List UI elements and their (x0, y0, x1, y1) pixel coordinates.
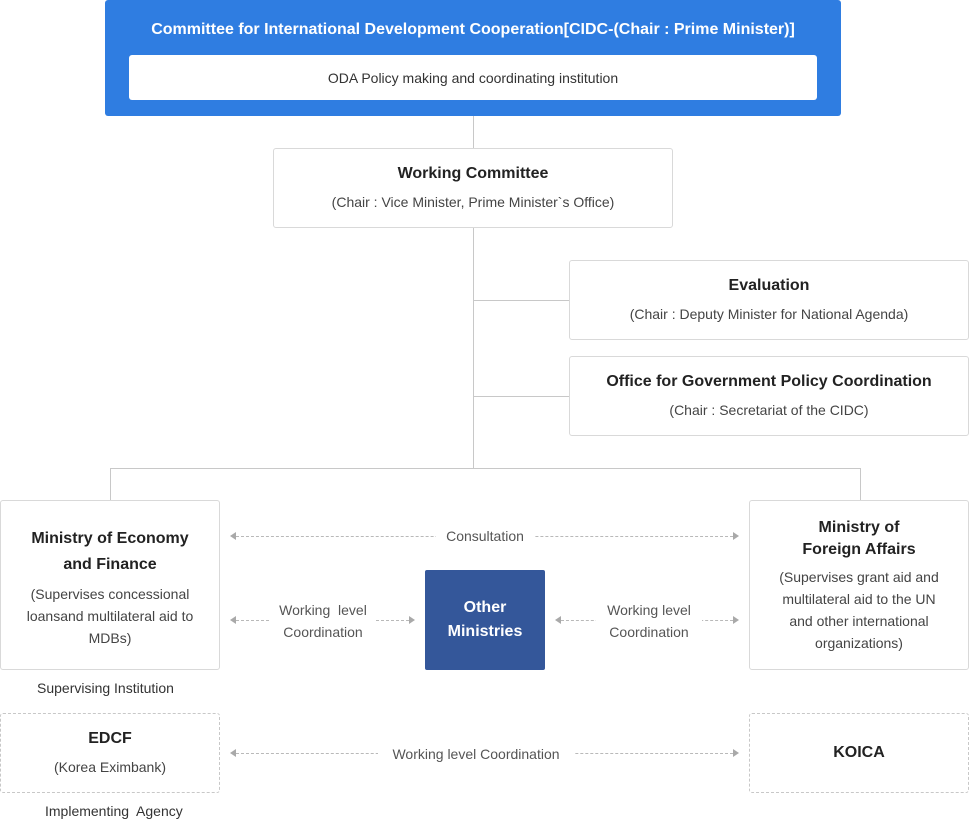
working-left-arrow-left-icon (230, 616, 236, 624)
implementing-agency-caption: Implementing Agency (45, 803, 183, 819)
office-policy-title: Office for Government Policy Coordinatio… (606, 373, 932, 390)
consultation-arrow-left-icon (230, 532, 236, 540)
supervising-institution-caption: Supervising Institution (37, 680, 174, 696)
working-committee-chair: (Chair : Vice Minister, Prime Minister`s… (331, 194, 615, 210)
koica-title: KOICA (833, 744, 885, 761)
mef-desc-line2: loansand multilateral aid to (26, 608, 194, 624)
working-left-arrow-right-icon (409, 616, 415, 624)
working-right-label: Working level Coordination (596, 599, 702, 643)
mofa-desc-line1: (Supervises grant aid and (779, 569, 939, 585)
working-right-label-line2: Coordination (609, 624, 689, 640)
connector-horizontal-branch (110, 468, 861, 469)
edcf-sub: (Korea Eximbank) (53, 759, 167, 775)
cidc-title: Committee for International Development … (151, 21, 795, 38)
mofa-desc-line4: organizations) (815, 635, 903, 651)
working-committee-box: Working Committee (Chair : Vice Minister… (273, 148, 673, 228)
office-policy-box: Office for Government Policy Coordinatio… (569, 356, 969, 436)
edcf-title: EDCF (88, 730, 132, 747)
mef-title-line2: and Finance (63, 556, 157, 573)
mef-title-line1: Ministry of Economy (31, 530, 189, 547)
working-left-label-line2: Coordination (283, 624, 363, 640)
working-left-label: Working level Coordination (270, 599, 376, 643)
other-ministries-line1: Other (463, 599, 507, 616)
mofa-desc-line2: multilateral aid to the UN (782, 591, 936, 607)
edcf-box: EDCF (Korea Eximbank) (0, 713, 220, 793)
working-right-arrow-right-icon (733, 616, 739, 624)
connector-evaluation (473, 300, 569, 301)
consultation-arrow-right-icon (733, 532, 739, 540)
mef-box: Ministry of Economy and Finance (Supervi… (0, 500, 220, 670)
other-ministries-box: Other Ministries (425, 570, 545, 670)
working-bottom-arrow-right-icon (733, 749, 739, 757)
consultation-label: Consultation (436, 525, 534, 547)
connector-mofa-drop (860, 468, 861, 501)
cidc-description: ODA Policy making and coordinating insti… (129, 55, 817, 100)
evaluation-chair: (Chair : Deputy Minister for National Ag… (629, 306, 909, 322)
mofa-title-line1: Ministry of (818, 519, 900, 536)
working-left-label-line1: Working level (279, 602, 367, 618)
connector-office (473, 396, 569, 397)
connector-mef-drop (110, 468, 111, 501)
evaluation-box: Evaluation (Chair : Deputy Minister for … (569, 260, 969, 340)
mofa-box: Ministry of Foreign Affairs (Supervises … (749, 500, 969, 670)
working-right-arrow-left-icon (555, 616, 561, 624)
connector-cidc-working (473, 116, 474, 149)
cidc-box: Committee for International Development … (105, 0, 841, 116)
office-policy-chair: (Chair : Secretariat of the CIDC) (669, 402, 869, 418)
koica-box: KOICA (749, 713, 969, 793)
working-committee-title: Working Committee (397, 165, 549, 182)
connector-trunk (473, 227, 474, 468)
evaluation-title: Evaluation (728, 277, 810, 294)
working-bottom-label: Working level Coordination (378, 743, 574, 765)
mofa-title-line2: Foreign Affairs (802, 541, 916, 558)
other-ministries-line2: Ministries (447, 623, 523, 640)
mef-desc-line3: MDBs) (88, 630, 132, 646)
working-right-label-line1: Working level (607, 602, 691, 618)
mef-desc-line1: (Supervises concessional (30, 586, 190, 602)
mofa-desc-line3: and other international (789, 613, 929, 629)
working-bottom-arrow-left-icon (230, 749, 236, 757)
